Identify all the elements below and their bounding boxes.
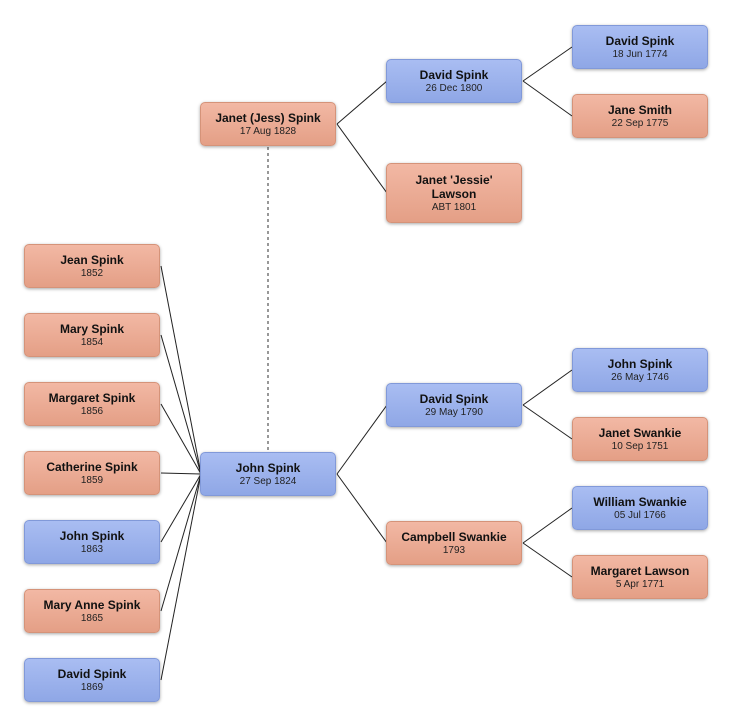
person-date: 1869 bbox=[80, 681, 104, 693]
person-date: 26 May 1746 bbox=[611, 371, 669, 383]
person-name: Margaret Spink bbox=[48, 390, 136, 405]
person-date: 29 May 1790 bbox=[425, 406, 483, 418]
person-name: Jean Spink bbox=[60, 252, 124, 267]
person-date: 10 Sep 1751 bbox=[611, 440, 669, 452]
person-mary-spink[interactable]: Mary Spink 1854 bbox=[24, 313, 160, 357]
child-line-margaret bbox=[160, 403, 202, 475]
person-name: Mary Spink bbox=[59, 321, 125, 336]
child-line-catherine bbox=[160, 472, 202, 475]
person-date: 1854 bbox=[80, 336, 104, 348]
child-line-mary bbox=[160, 334, 202, 475]
person-name: Janet Swankie bbox=[598, 425, 682, 440]
person-name: John Spink bbox=[607, 356, 673, 371]
person-william-swankie[interactable]: William Swankie 05 Jul 1766 bbox=[572, 486, 708, 530]
person-margaret-lawson[interactable]: Margaret Lawson 5 Apr 1771 bbox=[572, 555, 708, 599]
person-name: Margaret Lawson bbox=[590, 563, 690, 578]
person-date: 17 Aug 1828 bbox=[239, 125, 297, 137]
parent-line-david1800-father bbox=[522, 46, 573, 82]
person-margaret-spink[interactable]: Margaret Spink 1856 bbox=[24, 382, 160, 426]
person-date: 22 Sep 1775 bbox=[611, 117, 669, 129]
person-date: 1852 bbox=[80, 267, 104, 279]
person-name: John Spink bbox=[59, 528, 125, 543]
person-date: 5 Apr 1771 bbox=[615, 578, 665, 590]
person-name: Catherine Spink bbox=[46, 459, 138, 474]
person-date: ABT 1801 bbox=[431, 201, 477, 213]
person-david-spink-1790[interactable]: David Spink 29 May 1790 bbox=[386, 383, 522, 427]
person-mary-anne-spink[interactable]: Mary Anne Spink 1865 bbox=[24, 589, 160, 633]
parent-line-janet-mother bbox=[336, 123, 388, 194]
person-name: John Spink bbox=[235, 460, 301, 475]
parent-line-david1790-father bbox=[522, 369, 573, 406]
person-name: Jane Smith bbox=[607, 102, 673, 117]
person-janet-jessie-lawson[interactable]: Janet 'Jessie' Lawson ABT 1801 bbox=[386, 163, 522, 223]
person-david-spink-1774[interactable]: David Spink 18 Jun 1774 bbox=[572, 25, 708, 69]
person-name: Janet 'Jessie' Lawson bbox=[415, 172, 493, 201]
person-name: William Swankie bbox=[593, 494, 687, 509]
person-david-spink-1800[interactable]: David Spink 26 Dec 1800 bbox=[386, 59, 522, 103]
person-date: 26 Dec 1800 bbox=[425, 82, 483, 94]
parent-line-david1790-mother bbox=[522, 404, 573, 440]
person-name: David Spink bbox=[419, 67, 489, 82]
parent-line-john-father bbox=[336, 404, 388, 475]
parent-line-campbell-mother bbox=[522, 542, 573, 578]
person-john-spink-1863[interactable]: John Spink 1863 bbox=[24, 520, 160, 564]
child-line-jean bbox=[160, 265, 202, 475]
person-date: 1793 bbox=[442, 544, 466, 556]
person-date: 1863 bbox=[80, 543, 104, 555]
child-line-john-1863 bbox=[160, 473, 202, 543]
parent-line-janet-father bbox=[336, 80, 388, 125]
person-name: David Spink bbox=[57, 666, 127, 681]
child-line-david-1869 bbox=[160, 473, 202, 681]
parent-line-john-mother bbox=[336, 473, 388, 544]
person-john-spink-1824[interactable]: John Spink 27 Sep 1824 bbox=[200, 452, 336, 496]
person-date: 18 Jun 1774 bbox=[612, 48, 668, 60]
person-date: 27 Sep 1824 bbox=[239, 475, 297, 487]
person-david-spink-1869[interactable]: David Spink 1869 bbox=[24, 658, 160, 702]
person-name: Campbell Swankie bbox=[401, 529, 507, 544]
person-date: 1856 bbox=[80, 405, 104, 417]
person-name: David Spink bbox=[419, 391, 489, 406]
person-name: Janet (Jess) Spink bbox=[215, 110, 321, 125]
parent-line-campbell-father bbox=[522, 507, 573, 544]
person-date: 1865 bbox=[80, 612, 104, 624]
person-name: Mary Anne Spink bbox=[43, 597, 141, 612]
person-date: 1859 bbox=[80, 474, 104, 486]
person-john-spink-1746[interactable]: John Spink 26 May 1746 bbox=[572, 348, 708, 392]
person-jane-smith[interactable]: Jane Smith 22 Sep 1775 bbox=[572, 94, 708, 138]
person-catherine-spink[interactable]: Catherine Spink 1859 bbox=[24, 451, 160, 495]
person-date: 05 Jul 1766 bbox=[614, 509, 666, 521]
parent-line-david1800-mother bbox=[522, 80, 573, 117]
person-campbell-swankie[interactable]: Campbell Swankie 1793 bbox=[386, 521, 522, 565]
person-janet-swankie[interactable]: Janet Swankie 10 Sep 1751 bbox=[572, 417, 708, 461]
person-janet-jess-spink[interactable]: Janet (Jess) Spink 17 Aug 1828 bbox=[200, 102, 336, 146]
person-name: David Spink bbox=[605, 33, 675, 48]
person-jean-spink[interactable]: Jean Spink 1852 bbox=[24, 244, 160, 288]
child-line-mary-anne bbox=[160, 473, 202, 612]
